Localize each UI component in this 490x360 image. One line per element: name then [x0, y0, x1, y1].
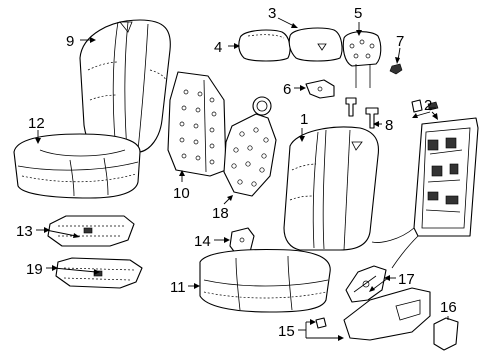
callout-13: 13	[16, 223, 33, 240]
callout-18: 18	[212, 205, 229, 222]
callout-4: 4	[214, 39, 222, 56]
back-pad-part-10	[167, 71, 227, 177]
clip-part-7	[389, 63, 403, 75]
callout-14: 14	[194, 233, 211, 250]
callout-2: 2	[424, 97, 432, 114]
headrest-cover-part-4	[238, 29, 291, 62]
bracket-part-6	[305, 79, 335, 99]
callout-12: 12	[28, 115, 45, 132]
heater-mat-part-13	[47, 215, 135, 247]
callout-17: 17	[398, 271, 415, 288]
callout-labels: 1 2 3 4 5 6 7 8 9 10 11 12 13 14 15 16 1…	[16, 5, 457, 340]
seatback-frame-part-2	[371, 99, 479, 269]
callout-15: 15	[278, 323, 295, 340]
seatback-assembly-part-1	[283, 126, 380, 251]
callout-10: 10	[173, 185, 190, 202]
callout-6: 6	[283, 81, 291, 98]
cover-part-16	[433, 317, 459, 351]
seat-cushion-cover-part-12	[13, 133, 141, 199]
callout-11: 11	[170, 279, 186, 296]
callout-8: 8	[385, 117, 393, 134]
callout-7: 7	[396, 33, 404, 50]
side-trim-part-15	[315, 287, 431, 341]
seat-cushion-assembly-part-11	[199, 248, 331, 313]
callout-19: 19	[26, 261, 43, 278]
headrest-frame-part-5	[342, 31, 382, 88]
seatback-cover-part-9	[79, 19, 171, 153]
callout-16: 16	[440, 299, 457, 316]
callout-3: 3	[268, 5, 276, 22]
leader-lines	[35, 17, 449, 341]
callout-5: 5	[354, 5, 362, 22]
recliner-part-17	[345, 265, 387, 303]
back-support-panel-part-18	[223, 96, 277, 197]
callout-9: 9	[66, 33, 74, 50]
headrest-part-3	[288, 27, 343, 62]
headrest-guide-part-8	[345, 97, 379, 129]
callout-1: 1	[300, 111, 308, 128]
heater-mat-part-19	[55, 257, 143, 289]
